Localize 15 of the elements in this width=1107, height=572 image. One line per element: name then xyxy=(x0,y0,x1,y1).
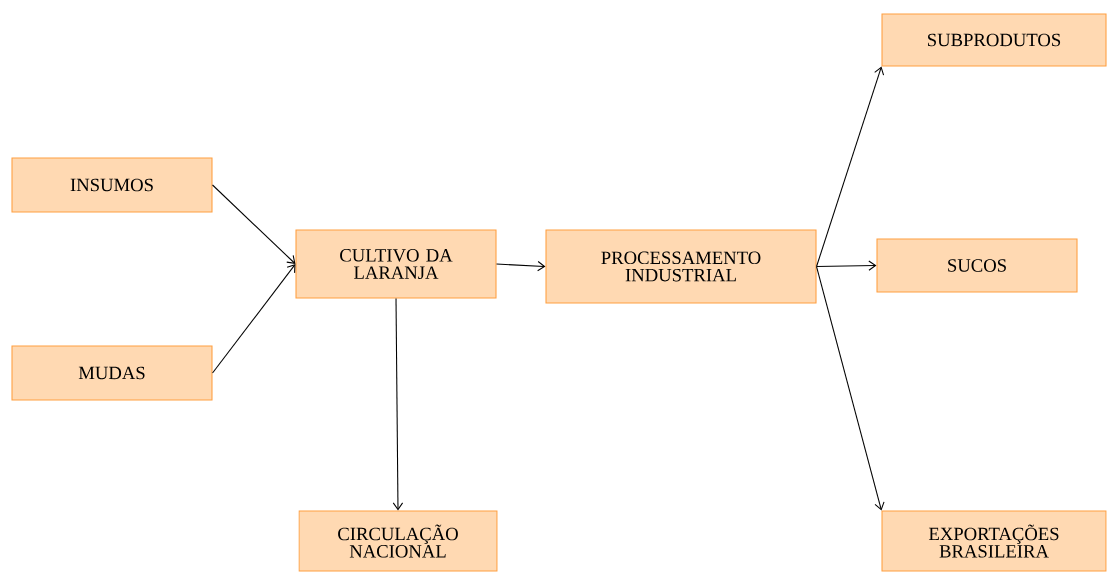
arrow xyxy=(496,260,546,272)
process-box: CULTIVO DA LARANJA xyxy=(295,229,497,299)
process-box: SUCOS xyxy=(876,238,1078,293)
arrow xyxy=(212,184,296,264)
arrow xyxy=(816,265,885,511)
process-box: INSUMOS xyxy=(11,157,213,213)
arrow xyxy=(392,298,404,511)
arrow xyxy=(816,260,877,271)
process-box: EXPORTAÇÕES BRASILEIRA xyxy=(881,510,1107,572)
arrow xyxy=(212,264,296,374)
process-box: PROCESSAMENTO INDUSTRIAL xyxy=(545,229,817,304)
process-box: MUDAS xyxy=(11,345,213,401)
process-box: CIRCULAÇÃO NACIONAL xyxy=(298,510,498,572)
arrow xyxy=(816,66,885,268)
process-box: SUBPRODUTOS xyxy=(881,13,1107,67)
